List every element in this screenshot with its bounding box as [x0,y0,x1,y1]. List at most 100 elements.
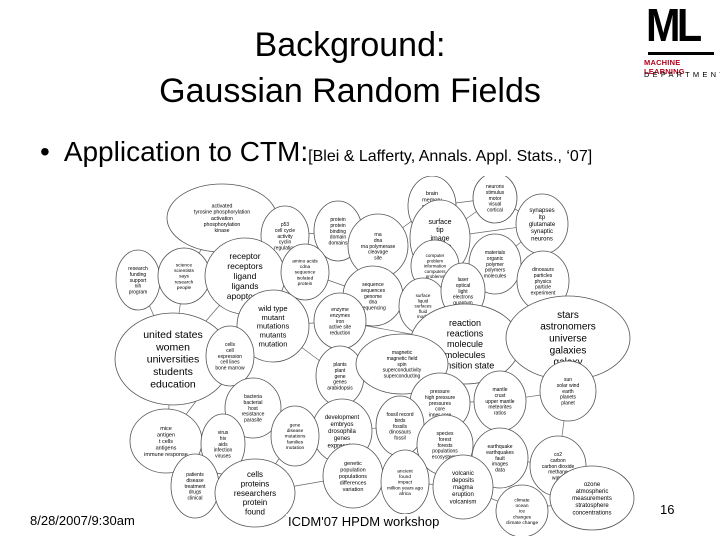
topic-node-word: polymer [486,262,504,268]
topic-node-word: changes [513,514,532,520]
topic-node-word: dinosaurs [532,267,554,273]
topic-node-word: differences [340,480,367,486]
topic-node-word: concentrations [572,510,611,516]
topic-node-word: surface [416,293,431,298]
topic-node: starsastronomersuniversegalaxiesgalaxy [505,295,631,381]
topic-node-word: particle [535,285,551,291]
topic-node-word: earthquake [487,444,512,450]
topic-node-word: antigens [156,445,177,451]
topic-node-word: volcanism [450,499,477,505]
topic-node-word: embryos [330,422,353,428]
topic-node-word: crust [495,393,506,399]
topic-node-word: quantum [453,301,472,307]
topic-node-word: found [399,474,411,480]
topic-node-word: planets [560,395,577,401]
topic-node-word: forest [439,437,452,443]
topic-node-word: particles [534,273,553,279]
topic-node-word: stratosphere [575,503,609,509]
topic-node-word: synapses [529,208,554,214]
topic-node-word: amino acids [292,258,318,264]
topic-node-word: receptors [227,261,262,271]
topic-node-word: mutant [262,313,286,322]
topic-node-word: genes [333,380,347,386]
topic-node-ellipse [432,454,494,520]
topic-node-word: binding [330,229,346,235]
topic-node-word: cleavage [368,250,388,256]
topic-node-word: expression [218,354,242,360]
topic-node-word: aids [218,442,228,448]
topic-node-word: population [340,467,365,473]
topic-node-word: molecules [484,274,507,280]
topic-node-word: rna [374,232,381,238]
topic-node-ellipse [270,405,320,467]
topic-node-word: cortical [487,208,503,214]
topic-node-word: apoptosis [227,291,263,301]
topic-node-word: forests [437,443,453,449]
topic-node-word: visual [489,202,502,208]
topic-node-word: program [129,290,148,296]
topic-node-word: magnetic [392,350,413,356]
logo-divider [648,52,714,55]
topic-node-word: families [287,439,304,445]
topic-node-word: spin [397,362,406,368]
topic-node-word: climate change [506,520,539,526]
topic-node-word: virus [218,430,229,436]
logo-text-line2: DEPARTMENT [644,70,720,79]
footer-conference: ICDM'07 HPDM workshop [286,514,442,529]
topic-node-word: mutants [260,330,287,339]
topic-node-word: impact [398,480,413,486]
topic-node-word: ligands [232,281,259,291]
topic-node-word: protein [298,281,313,287]
topic-node-word: funding [130,272,147,278]
topic-node-word: protein [330,223,346,229]
topic-node-word: bacterial [244,400,263,406]
topic-node-word: reaction [449,318,481,328]
topic-node-word: atmospheric [576,489,609,495]
topic-node-word: iron [336,319,345,325]
topic-node-word: high pressure [425,395,456,401]
topic-node-word: problems [426,274,445,279]
topic-node-word: antigen [157,432,175,438]
topic-node-word: domain [330,235,347,241]
topic-node-word: arabidopsis [327,386,353,392]
topic-node-word: clinical [187,496,202,502]
topic-node-word: universities [147,354,200,366]
topic-node-word: populations [339,474,367,480]
topic-node-word: surfaces [414,304,432,309]
topic-node-word: ancient [397,468,413,474]
topic-node-word: solar wind [557,383,580,389]
topic-node-word: variation [343,487,364,493]
topic-node-word: magnetic field [387,356,418,362]
topic-node-word: sequence [295,271,316,276]
topic-node-word: ecosystems [432,455,459,461]
topic-node-word: reactions [447,329,484,339]
topic-node-word: research [175,279,194,285]
topic-node-word: birds [395,418,406,424]
topic-node-word: fossils [393,424,407,430]
topic-node-word: gene [334,374,345,380]
topic-node-word: molecule [447,339,483,349]
topic-node-word: cell lines [220,360,240,366]
topic-node-word: universe [549,334,587,345]
topic-node-word: drosophila [328,429,356,435]
topic-node-word: treatment [184,484,206,490]
topic-node-word: superconducting [384,374,421,380]
topic-node-word: proteins [241,479,269,488]
topic-node-word: species [437,431,454,437]
topic-node-word: education [150,378,196,390]
topic-node-word: surface [429,219,452,226]
topic-node-ellipse [495,484,549,536]
topic-node-word: ligand [234,271,257,281]
topic-node-word: isolated [297,275,314,281]
